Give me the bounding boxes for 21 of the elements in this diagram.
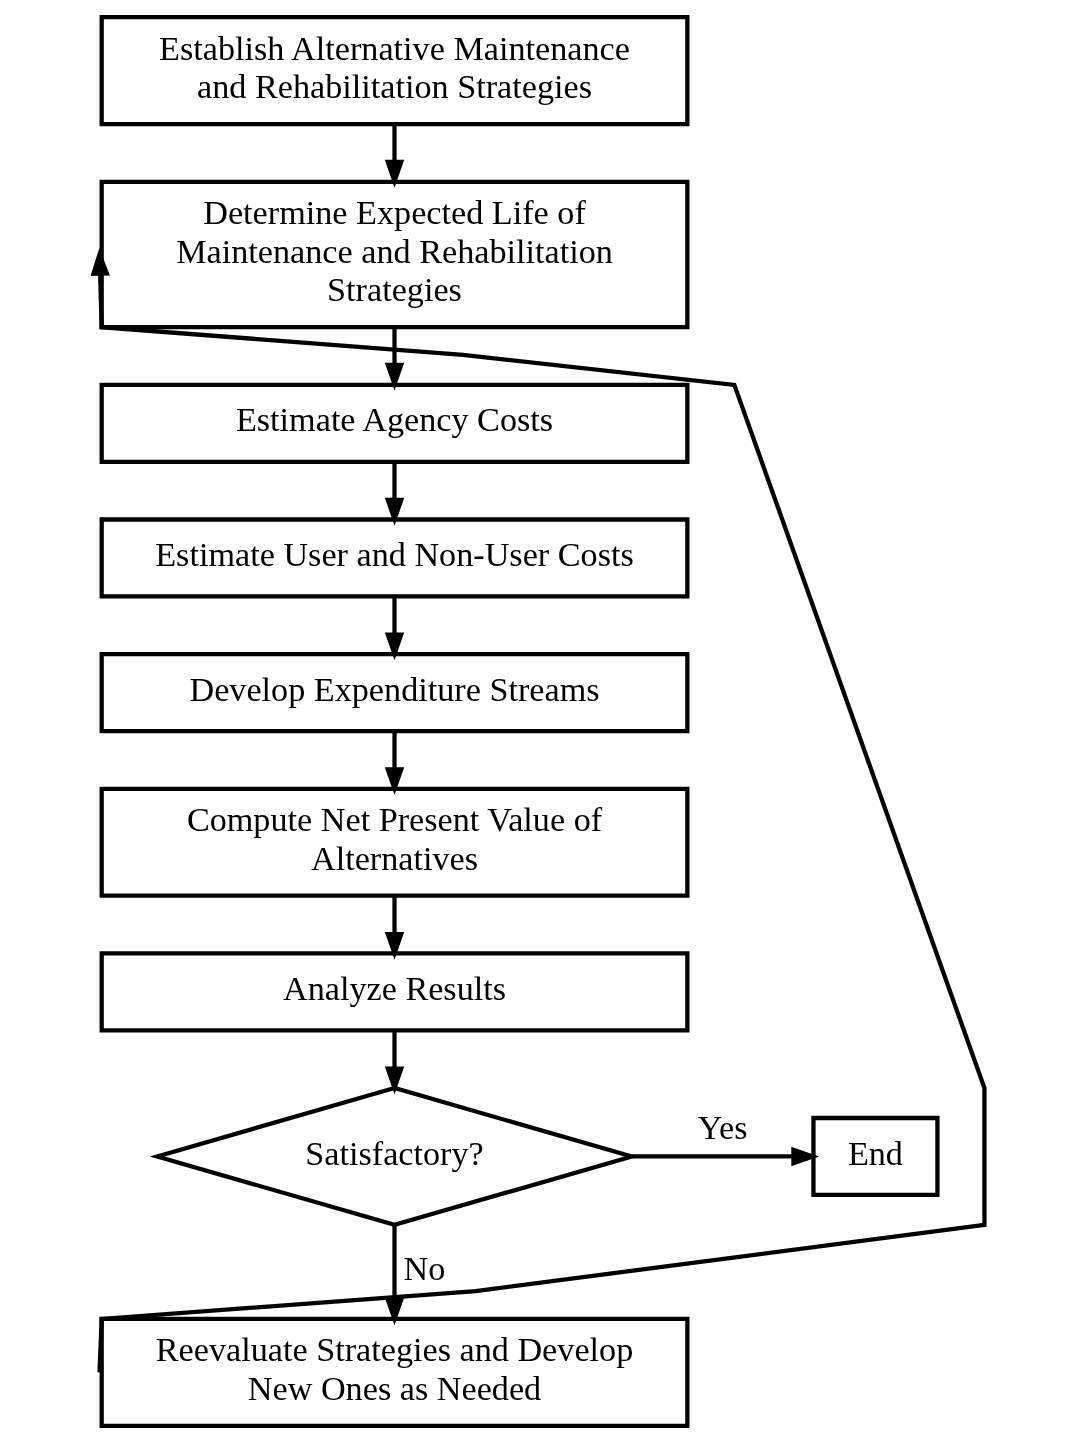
arrow xyxy=(384,1224,404,1326)
node-box: Analyze Results xyxy=(99,951,689,1033)
arrow xyxy=(384,597,404,661)
arrow xyxy=(384,124,404,188)
node-box: Compute Net Present Value of Alternatives xyxy=(99,786,689,898)
arrow xyxy=(384,327,404,391)
node-box: Develop Expenditure Streams xyxy=(99,652,689,734)
arrow xyxy=(384,731,404,796)
arrow xyxy=(384,896,404,960)
edge-label: Yes xyxy=(697,1108,747,1146)
node-box: End xyxy=(810,1115,940,1198)
node-box: Determine Expected Life of Maintenance and Rehabilitation Strategies xyxy=(99,179,689,330)
node-box: Estimate Agency Costs xyxy=(99,382,689,464)
node-box: Estimate User and Non-User Costs xyxy=(99,517,689,599)
arrow xyxy=(631,1146,819,1167)
arrow xyxy=(384,462,404,526)
edge-label: No xyxy=(403,1250,445,1288)
node-box: Reevaluate Strategies and Develop New Ones as Needed xyxy=(99,1316,689,1428)
arrow xyxy=(384,1030,404,1095)
node-box: Establish Alternative Maintenance and Rehabilitation Strategies xyxy=(99,15,689,127)
arrow xyxy=(90,248,987,1373)
